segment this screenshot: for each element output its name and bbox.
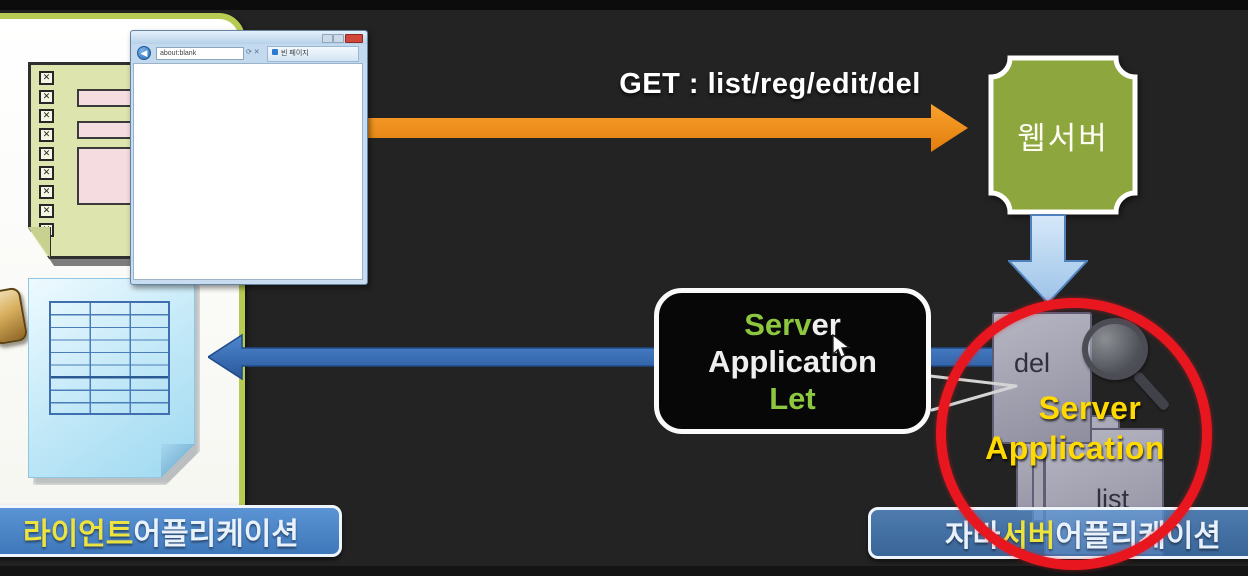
maximize-icon[interactable] bbox=[333, 34, 344, 43]
servlet-callout-bubble: Server Application Let bbox=[654, 288, 931, 434]
checkbox-icon: ✕ bbox=[39, 90, 54, 104]
top-letterbox-bar bbox=[0, 0, 1248, 10]
web-server-label: 웹서버 bbox=[1017, 120, 1109, 156]
close-icon[interactable] bbox=[345, 34, 363, 43]
refresh-icon[interactable]: ⟳ ✕ bbox=[246, 49, 260, 56]
form-textarea-field bbox=[77, 147, 133, 205]
request-arrow bbox=[368, 104, 968, 152]
back-icon[interactable]: ◀ bbox=[137, 46, 151, 60]
favicon bbox=[272, 49, 278, 55]
bubble-line1: Server bbox=[744, 306, 841, 342]
table-grid bbox=[49, 301, 170, 415]
address-bar[interactable]: about:blank bbox=[156, 47, 244, 60]
browser-navbar: ◀ about:blank ⟳ ✕ 빈 페이지 bbox=[131, 44, 367, 63]
web-server-shape bbox=[988, 55, 1138, 215]
checkbox-icon: ✕ bbox=[39, 147, 54, 161]
client-application-banner: 라이언트 어플리케이션 bbox=[0, 505, 342, 557]
highlight-circle bbox=[936, 298, 1212, 570]
checkbox-column: ✕ ✕ ✕ ✕ ✕ ✕ ✕ ✕ ✕ bbox=[39, 71, 54, 237]
form-input-field bbox=[77, 121, 133, 139]
bubble-line2: Application bbox=[708, 343, 877, 379]
browser-content bbox=[133, 63, 363, 280]
browser-window: ◀ about:blank ⟳ ✕ 빈 페이지 bbox=[130, 30, 368, 285]
bottom-letterbox-bar bbox=[0, 566, 1248, 576]
down-arrow bbox=[1008, 214, 1088, 304]
checkbox-icon: ✕ bbox=[39, 185, 54, 199]
checkbox-icon: ✕ bbox=[39, 109, 54, 123]
checkbox-icon: ✕ bbox=[39, 128, 54, 142]
bubble-line3: Let bbox=[769, 380, 816, 416]
banner-left-rest: 어플리케이션 bbox=[133, 518, 299, 551]
form-input-field bbox=[77, 89, 133, 107]
mouse-cursor-icon bbox=[832, 334, 851, 358]
form-document: ✕ ✕ ✕ ✕ ✕ ✕ ✕ ✕ ✕ bbox=[28, 62, 139, 259]
checkbox-icon: ✕ bbox=[39, 71, 54, 85]
banner-left-highlight: 라이언트 bbox=[22, 518, 134, 551]
checkbox-icon: ✕ bbox=[39, 204, 54, 218]
browser-titlebar[interactable] bbox=[131, 31, 367, 44]
minimize-icon[interactable] bbox=[322, 34, 333, 43]
browser-tab[interactable]: 빈 페이지 bbox=[267, 46, 359, 62]
get-request-label: GET : list/reg/edit/del bbox=[619, 68, 921, 100]
checkbox-icon: ✕ bbox=[39, 166, 54, 180]
